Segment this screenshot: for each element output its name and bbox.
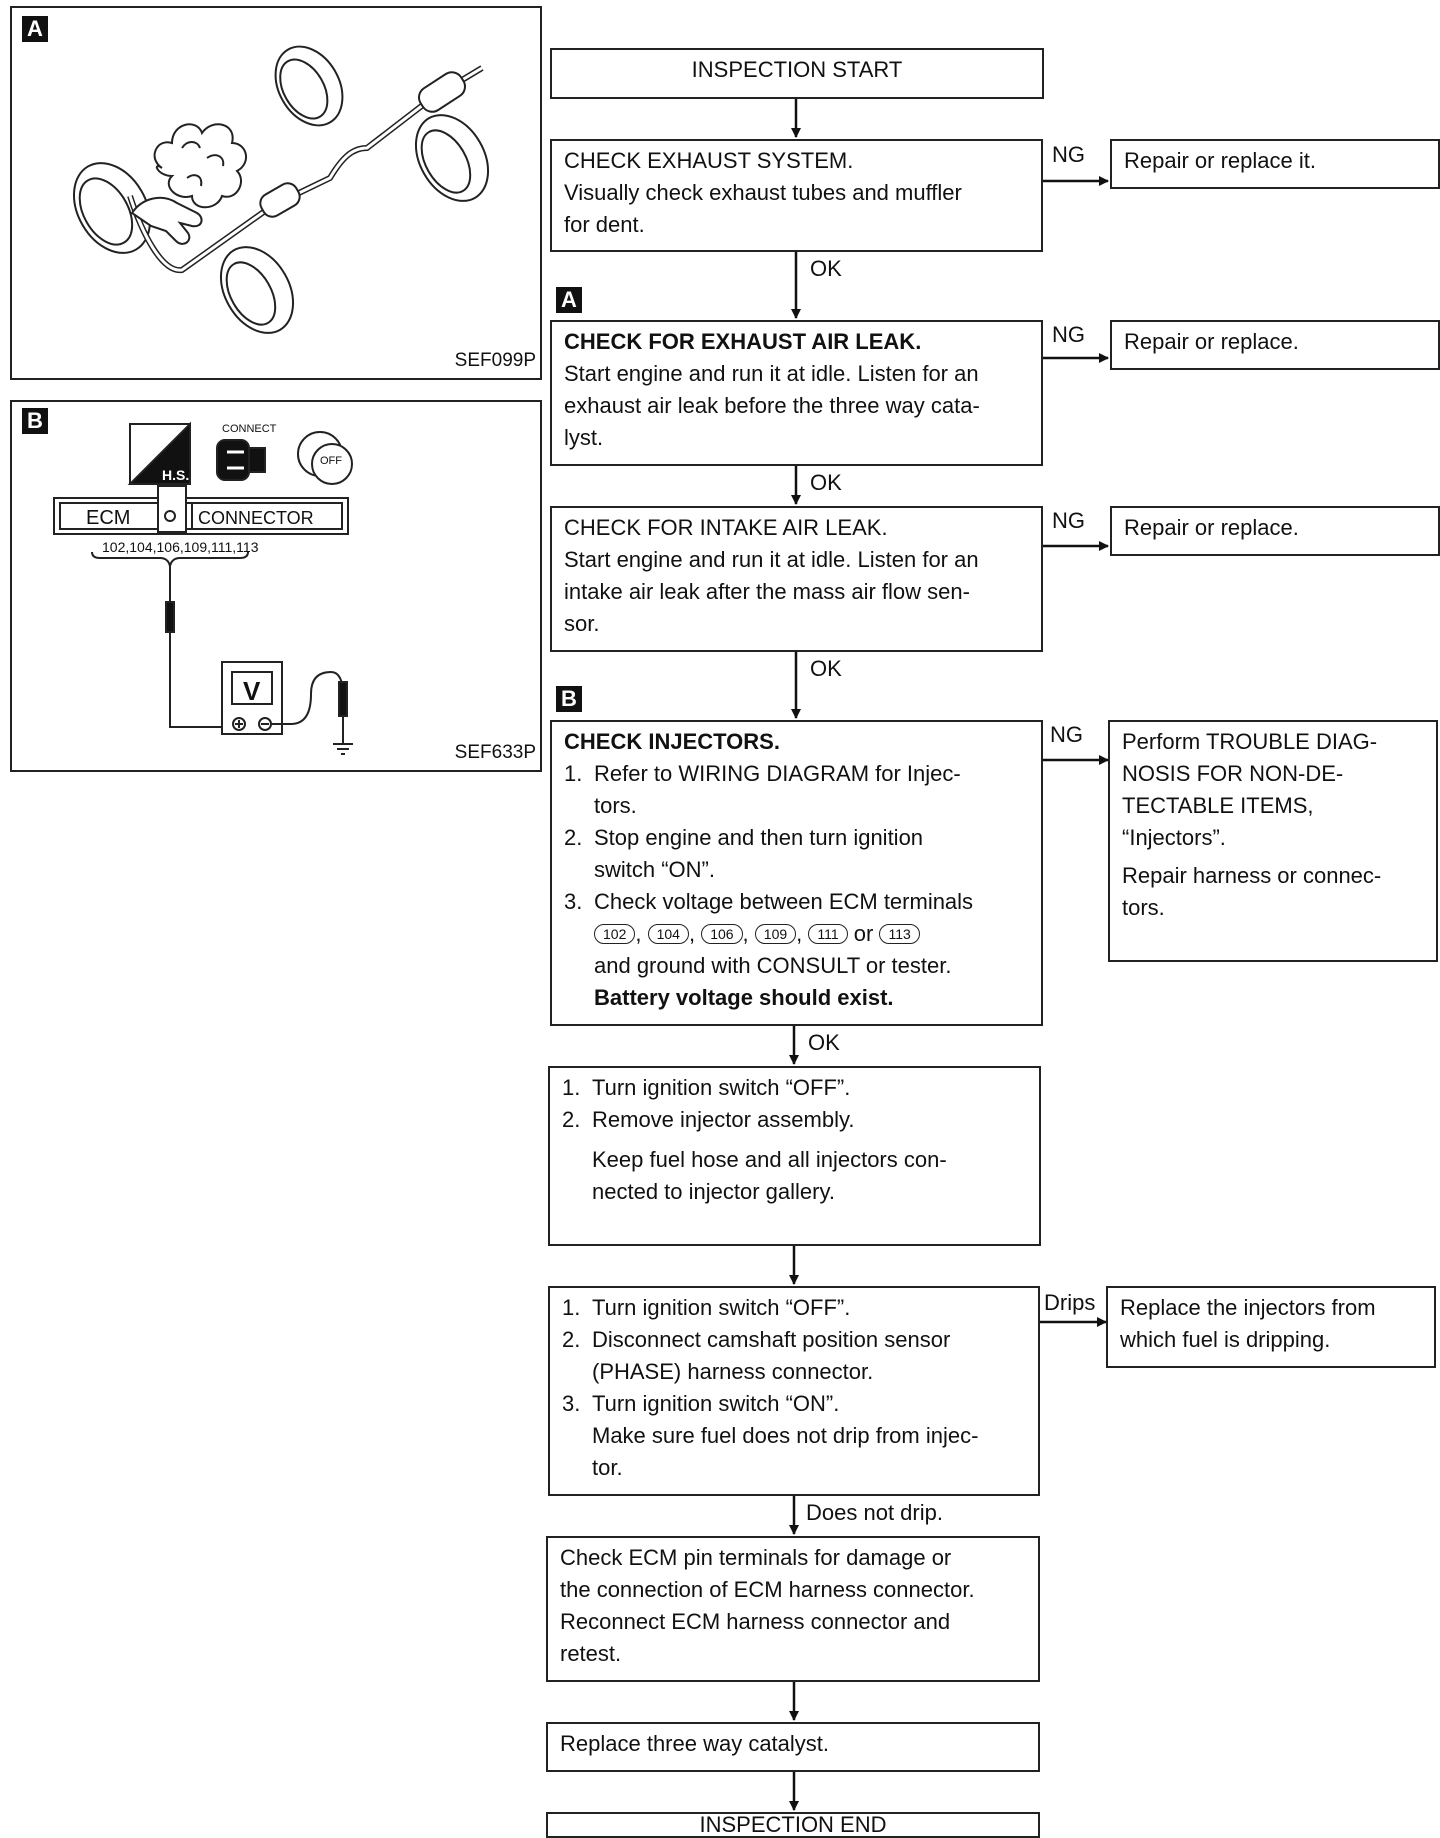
label-ok-4: OK (808, 1030, 840, 1055)
check-ecm-pins-box: Check ECM pin terminals for damage or th… (546, 1536, 1040, 1682)
terminal-102: 102 (594, 924, 636, 944)
figure-b-panel: B (10, 400, 542, 772)
label-ng-2: NG (1052, 322, 1085, 347)
label-ng-1: NG (1052, 142, 1085, 167)
inspection-end-text: INSPECTION END (699, 1812, 887, 1837)
check-exhaust-leak-line-2: exhaust air leak before the three way ca… (564, 393, 980, 418)
remove-injector-box: 1.Turn ignition switch “OFF”. 2.Remove i… (548, 1066, 1041, 1246)
connect-label: CONNECT (222, 423, 277, 435)
flow-tag-b: B (556, 686, 582, 712)
figure-b-code: SEF633P (454, 742, 536, 763)
label-drips: Drips (1044, 1290, 1096, 1315)
flow-tag-a: A (556, 287, 582, 313)
wheel-rear-right (414, 114, 490, 202)
check-exhaust-leak-box: CHECK FOR EXHAUST AIR LEAK. Start engine… (550, 320, 1043, 466)
label-does-not-drip: Does not drip. (806, 1500, 943, 1525)
ng-exhaust-result-box: Repair or replace it. (1110, 139, 1440, 189)
wheel-front-right (219, 246, 295, 334)
label-ok-1: OK (810, 256, 842, 281)
drip-step-3: 3. Turn ignition switch “ON”. Make sure … (562, 1391, 979, 1480)
hs-label: H.S. (162, 467, 189, 483)
figure-a-panel: A SEF099P (10, 6, 542, 380)
check-injectors-steps: 1. Refer to WIRING DIAGRAM for Injec- to… (564, 758, 1029, 1014)
fuel-drip-check-box: 1.Turn ignition switch “OFF”. 2. Disconn… (548, 1286, 1040, 1496)
check-exhaust-system-title: CHECK EXHAUST SYSTEM. (564, 148, 854, 173)
remove-step-2: 2.Remove injector assembly. (562, 1107, 855, 1132)
ecm-label: ECM (86, 507, 130, 529)
terminal-numbers: 102,104,106,109,111,113 (102, 539, 259, 555)
connector-label: CONNECTOR (198, 508, 314, 528)
check-intake-leak-box: CHECK FOR INTAKE AIR LEAK. Start engine … (550, 506, 1043, 652)
inspection-end-box: INSPECTION END (546, 1812, 1040, 1838)
wheel-rear-left (274, 45, 344, 127)
terminal-109: 109 (754, 924, 797, 944)
replace-catalyst-box: Replace three way catalyst. (546, 1722, 1040, 1772)
drip-step-2: 2. Disconnect camshaft position sensor (… (562, 1327, 951, 1384)
label-ng-4: NG (1050, 722, 1083, 747)
check-exhaust-system-line-2: for dent. (564, 212, 645, 237)
figure-a-tag: A (22, 16, 48, 42)
terminal-111: 111 (808, 924, 848, 944)
terminal-104: 104 (647, 924, 689, 944)
connect-icon (216, 439, 266, 481)
figure-a-code: SEF099P (454, 350, 536, 371)
check-exhaust-leak-title: CHECK FOR EXHAUST AIR LEAK. (564, 329, 922, 354)
ng-intake-result-box: Repair or replace. (1110, 506, 1440, 556)
terminal-113: 113 (879, 924, 920, 944)
check-intake-leak-line-1: Start engine and run it at idle. Listen … (564, 547, 979, 572)
check-injectors-title: CHECK INJECTORS. (564, 729, 780, 754)
battery-voltage-note: Battery voltage should exist. (594, 985, 894, 1010)
check-exhaust-leak-line-3: lyst. (564, 425, 604, 450)
exhaust-system-illustration (73, 45, 490, 334)
remove-note: Keep fuel hose and all injectors con- ne… (592, 1147, 947, 1204)
check-intake-leak-line-3: sor. (564, 611, 600, 636)
inspection-start-text: INSPECTION START (691, 57, 903, 82)
check-intake-leak-title: CHECK FOR INTAKE AIR LEAK. (564, 515, 888, 540)
ignition-off-icon (297, 431, 353, 485)
check-exhaust-leak-line-1: Start engine and run it at idle. Listen … (564, 361, 979, 386)
check-exhaust-system-box: CHECK EXHAUST SYSTEM. Visually check exh… (550, 139, 1043, 252)
inspection-start-box: INSPECTION START (550, 48, 1044, 99)
terminal-106: 106 (701, 924, 743, 944)
check-intake-leak-line-2: intake air leak after the mass air flow … (564, 579, 970, 604)
label-ok-2: OK (810, 470, 842, 495)
remove-step-1: 1.Turn ignition switch “OFF”. (562, 1075, 851, 1100)
check-exhaust-system-line-1: Visually check exhaust tubes and muffler (564, 180, 962, 205)
check-injectors-step-1: 1. Refer to WIRING DIAGRAM for Injec- to… (564, 761, 961, 818)
label-ok-3: OK (810, 656, 842, 681)
off-label: OFF (320, 455, 342, 467)
drip-step-1: 1.Turn ignition switch “OFF”. (562, 1295, 851, 1320)
terminal-or: or (853, 921, 874, 946)
figure-b-tag: B (22, 408, 48, 434)
drips-result-box: Replace the injectors from which fuel is… (1106, 1286, 1436, 1368)
ng-injectors-result-box: Perform TROUBLE DIAG- NOSIS FOR NON-DE- … (1108, 720, 1438, 962)
check-injectors-step-2: 2. Stop engine and then turn ignition sw… (564, 825, 924, 882)
ng-leak-result-box: Repair or replace. (1110, 320, 1440, 370)
terminal-list: 102, 104, 106, 109, 111 or 113 (594, 918, 1029, 950)
check-injectors-box: CHECK INJECTORS. 1. Refer to WIRING DIAG… (550, 720, 1043, 1026)
voltage-check-diagram: H.S. CONNECT OFF ECM CONNECTOR 102,104,1… (53, 421, 353, 755)
meter-v-label: V (243, 676, 261, 706)
label-ng-3: NG (1052, 508, 1085, 533)
check-injectors-step-3: 3. Check voltage between ECM terminals 1… (564, 886, 1029, 1014)
